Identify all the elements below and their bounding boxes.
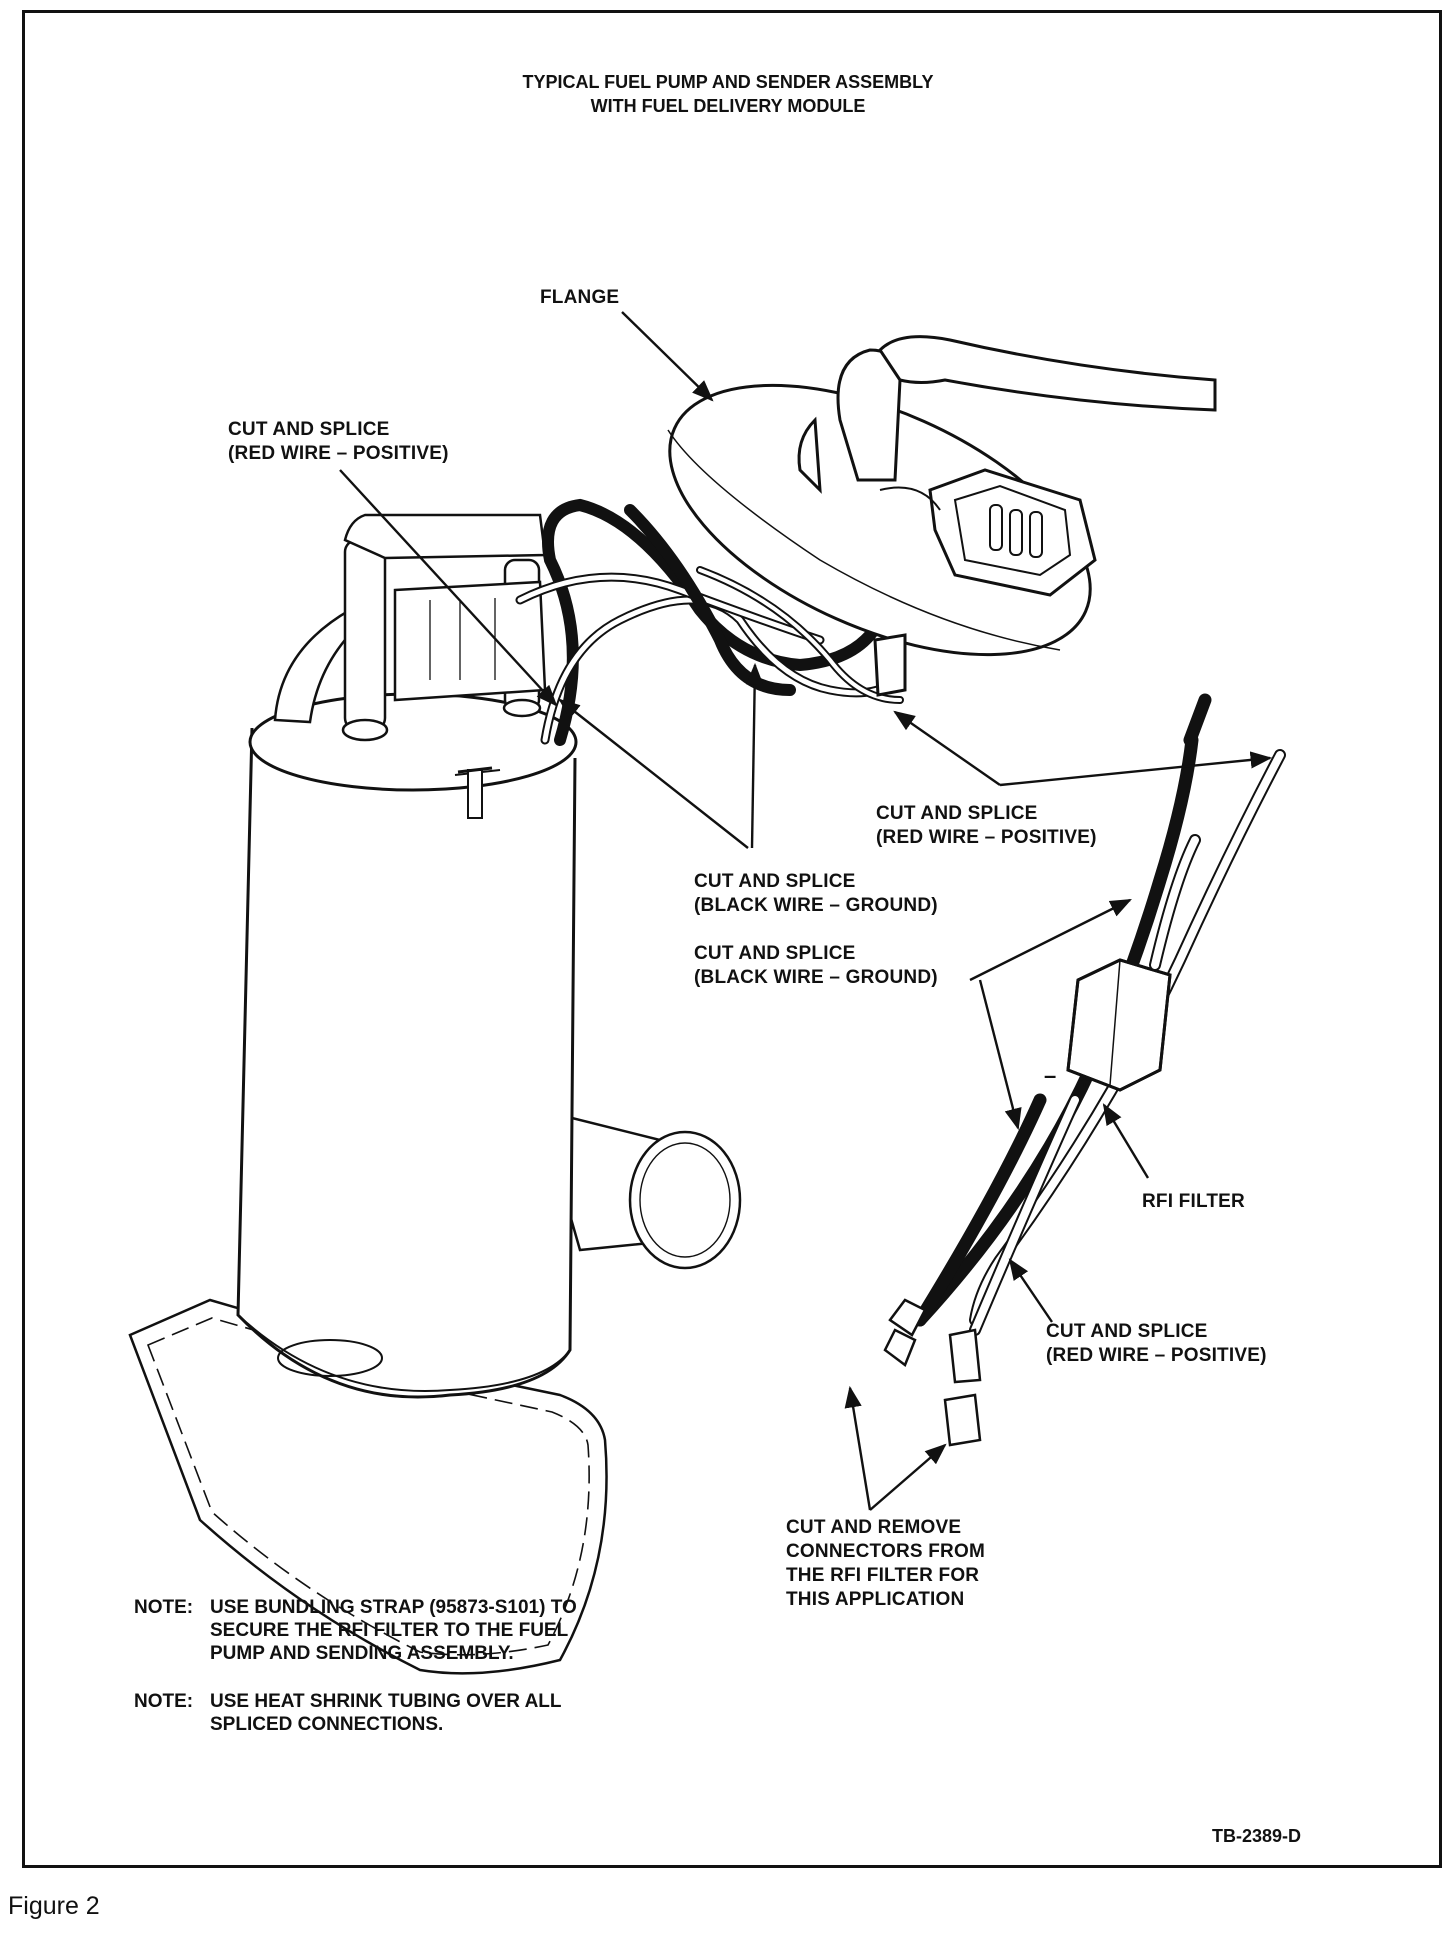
arrow-cut-remove-a xyxy=(844,1385,872,1511)
pump-canister xyxy=(236,692,578,1399)
label-cut-remove-line3: THE RFI FILTER FOR xyxy=(786,1565,980,1586)
pump-outlet-cylinder xyxy=(538,1108,742,1270)
label-rfi-filter: RFI FILTER xyxy=(1142,1191,1245,1212)
polarity-plus: + xyxy=(1078,1069,1092,1094)
label-cut-black-2-line1: CUT AND SPLICE xyxy=(694,943,856,964)
label-cut-remove-line1: CUT AND REMOVE xyxy=(786,1517,962,1538)
label-cut-black-2-line2: (BLACK WIRE – GROUND) xyxy=(694,967,938,988)
note-line: USE BUNDLING STRAP (95873-S101) TO xyxy=(210,1597,577,1618)
label-cut-black-1-line1: CUT AND SPLICE xyxy=(694,871,856,892)
arrow-cut-red-top xyxy=(339,469,558,707)
label-cut-red-bottom-line2: (RED WIRE – POSITIVE) xyxy=(1046,1345,1267,1366)
note-line: USE HEAT SHRINK TUBING OVER ALL xyxy=(210,1691,562,1712)
leader-arrows xyxy=(339,311,1273,1511)
diagram-frame xyxy=(22,10,1442,1868)
note-line: PUMP AND SENDING ASSEMBLY. xyxy=(210,1643,514,1664)
strainer-sock xyxy=(128,1298,608,1675)
label-cut-red-bottom-line1: CUT AND SPLICE xyxy=(1046,1321,1208,1342)
arrow-cut-red-right-a xyxy=(893,710,1001,786)
rfi-harness xyxy=(913,693,1286,1336)
label-cut-red-top-line1: CUT AND SPLICE xyxy=(228,419,390,440)
arrow-cut-remove-b xyxy=(869,1443,947,1511)
label-cut-black-1-line2: (BLACK WIRE – GROUND) xyxy=(694,895,938,916)
label-cut-remove-line4: THIS APPLICATION xyxy=(786,1589,965,1610)
arrow-cut-black-2b xyxy=(978,979,1022,1131)
arrow-cut-black-2a xyxy=(969,898,1132,982)
arrow-cut-red-right-b xyxy=(999,751,1273,787)
polarity-minus: – xyxy=(1044,1063,1057,1088)
label-cut-red-right-line1: CUT AND SPLICE xyxy=(876,803,1038,824)
label-cut-red-right-line2: (RED WIRE – POSITIVE) xyxy=(876,827,1097,848)
arrow-rfi-filter xyxy=(1102,1103,1150,1179)
note-line: SECURE THE RFI FILTER TO THE FUEL xyxy=(210,1620,569,1641)
note-heat-shrink: NOTE: USE HEAT SHRINK TUBING OVER ALL SP… xyxy=(134,1690,694,1738)
label-flange: FLANGE xyxy=(540,287,620,308)
arrow-flange xyxy=(621,311,714,402)
label-cut-remove-line2: CONNECTORS FROM xyxy=(786,1541,985,1562)
diagram-title-line2: WITH FUEL DELIVERY MODULE xyxy=(590,96,866,116)
arrow-cut-red-bottom xyxy=(1008,1258,1053,1323)
figure-caption: Figure 2 xyxy=(8,1892,100,1920)
diagram-title-line1: TYPICAL FUEL PUMP AND SENDER ASSEMBLY xyxy=(522,72,934,92)
canister-pipes xyxy=(273,513,547,742)
document-id: TB-2389-D xyxy=(1212,1826,1302,1846)
arrow-cut-black-1b xyxy=(746,662,764,849)
note-key: NOTE: xyxy=(134,1597,194,1618)
arrow-cut-black-1a xyxy=(558,698,749,849)
label-cut-red-top-line2: (RED WIRE – POSITIVE) xyxy=(228,443,449,464)
terminal-connectors xyxy=(883,1298,982,1447)
note-line: SPLICED CONNECTIONS. xyxy=(210,1714,444,1735)
note-bundling-strap: NOTE: USE BUNDLING STRAP (95873-S101) TO… xyxy=(134,1596,694,1668)
note-key: NOTE: xyxy=(134,1691,194,1712)
flange xyxy=(667,335,1217,697)
